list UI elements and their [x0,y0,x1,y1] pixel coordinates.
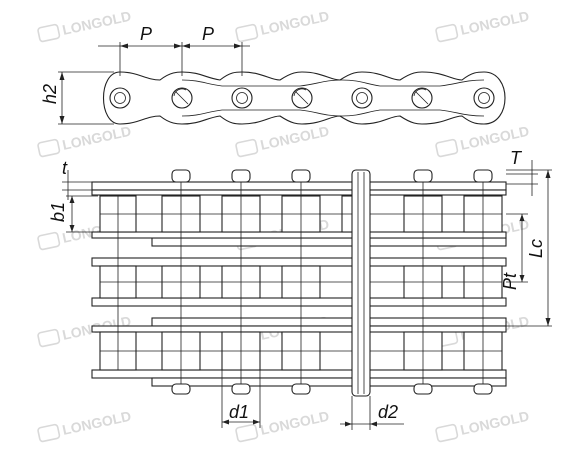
t-dimension: t [62,158,98,200]
pin [109,87,131,109]
Lc-dimension: Lc [506,169,552,327]
pitch-label: P [202,24,214,44]
watermark: LONGOLD [435,408,531,443]
svg-text:LONGOLD: LONGOLD [61,123,133,153]
Pt-dimension: Pt [500,213,528,290]
d1-dimension: d1 [221,370,261,428]
svg-text:LONGOLD: LONGOLD [61,8,133,38]
link-plate-inner [181,79,485,87]
watermark: LONGOLD [37,408,133,443]
svg-text:LONGOLD: LONGOLD [459,408,531,438]
watermark: LONGOLD [37,8,133,43]
b1-dimension: b1 [48,195,98,233]
pin [171,87,193,109]
b1-label: b1 [48,202,68,222]
d1-label: d1 [229,402,249,422]
svg-text:LONGOLD: LONGOLD [61,408,133,438]
svg-text:LONGOLD: LONGOLD [259,408,331,438]
side-view: P P h2 [40,24,506,125]
Lc-label: Lc [526,239,546,258]
pin [411,87,433,109]
watermark: LONGOLD [435,8,531,43]
pin [351,87,373,109]
link-plate-outline [102,71,506,125]
svg-text:LONGOLD: LONGOLD [259,123,331,153]
watermark: LONGOLD [37,123,133,158]
plate-strips [91,181,507,387]
d2-dimension: d2 [340,396,404,430]
pin [291,87,313,109]
pin-heads-top [171,169,493,183]
top-view: t b1 T Pt [48,148,552,430]
pitch-label: P [140,24,152,44]
svg-text:LONGOLD: LONGOLD [459,8,531,38]
watermark: LONGOLD [235,408,331,443]
T-label: T [510,148,523,168]
h2-label: h2 [40,84,60,104]
svg-text:LONGOLD: LONGOLD [259,8,331,38]
pin [231,87,253,109]
T-dimension: T [506,148,538,196]
d2-label: d2 [378,402,398,422]
link-plate-inner [181,109,485,117]
Pt-label: Pt [500,272,520,290]
center-pin [351,169,371,397]
h2-dimension: h2 [40,71,114,125]
watermark: LONGOLD [235,123,331,158]
pin-heads-bottom [171,383,493,395]
pitch-dimension: P P [98,24,250,76]
watermark: LONGOLD [235,8,331,43]
t-label: t [62,158,68,178]
pin [473,87,495,109]
roller-centerlines [100,170,502,392]
